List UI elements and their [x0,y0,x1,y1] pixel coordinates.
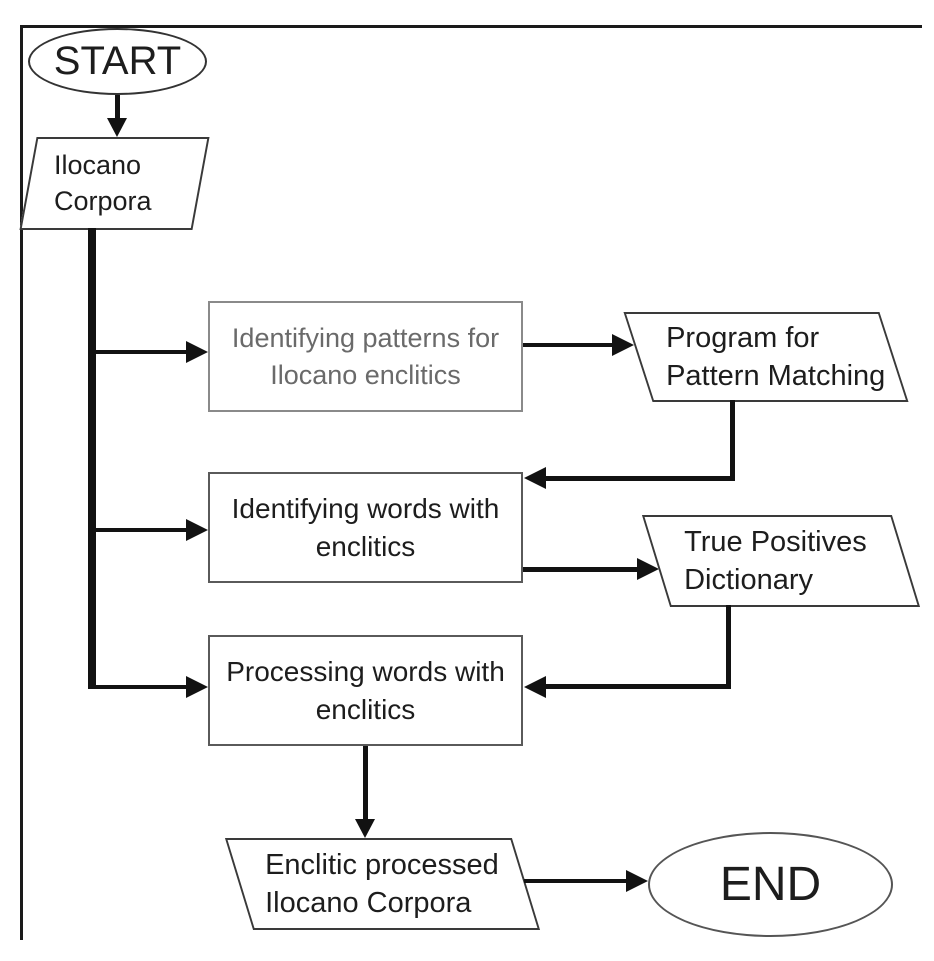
edge-output-end-line [524,879,626,883]
edge-program-words-arrowhead [524,467,546,489]
enclitic-processed-corpora-label: Enclitic processed Ilocano Corpora [265,848,499,919]
identifying-patterns-node: Identifying patterns for Ilocano encliti… [208,301,523,412]
edge-processing-output-line [363,746,368,819]
edge-ilocano-words-line [96,528,186,532]
edge-dictionary-processing-arrowhead [524,676,546,698]
end-label: END [719,858,822,911]
program-pattern-matching-label: Program for Pattern Matching [666,321,886,392]
start-label: START [53,39,182,83]
ilocano-corpora-node: Ilocano Corpora [19,137,210,230]
edge-program-words-hline [545,476,735,481]
enclitic-processed-corpora-node: Enclitic processed Ilocano Corpora [224,838,541,930]
trunk-line [88,228,96,689]
true-positives-dictionary-node: True Positives Dictionary [641,515,921,607]
ilocano-corpora-label: Ilocano Corpora [54,149,152,216]
edge-ilocano-words-arrowhead [186,519,208,541]
edge-words-dictionary-line [523,567,637,572]
edge-ilocano-processing-line [88,685,186,689]
edge-ilocano-processing-arrowhead [186,676,208,698]
diagram-frame [20,25,922,940]
true-positives-dictionary-label: True Positives Dictionary [684,525,867,596]
edge-dictionary-processing-hline [545,684,731,689]
edge-patterns-program-arrowhead [612,334,634,356]
edge-program-words-vline [730,400,735,480]
edge-ilocano-patterns-arrowhead [186,341,208,363]
edge-words-dictionary-arrowhead [637,558,659,580]
edge-start-ilocano-line [115,95,120,121]
end-node: END [648,832,893,937]
program-pattern-matching-node: Program for Pattern Matching [623,312,909,402]
edge-dictionary-processing-vline [726,605,731,687]
edge-processing-output-arrowhead [355,819,375,838]
processing-words-node: Processing words with enclitics [208,635,523,746]
edge-output-end-arrowhead [626,870,648,892]
start-node: START [28,28,207,95]
edge-start-ilocano-arrowhead [107,118,127,137]
edge-ilocano-patterns-line [96,350,186,354]
identifying-words-node: Identifying words with enclitics [208,472,523,583]
edge-patterns-program-line [523,343,612,347]
